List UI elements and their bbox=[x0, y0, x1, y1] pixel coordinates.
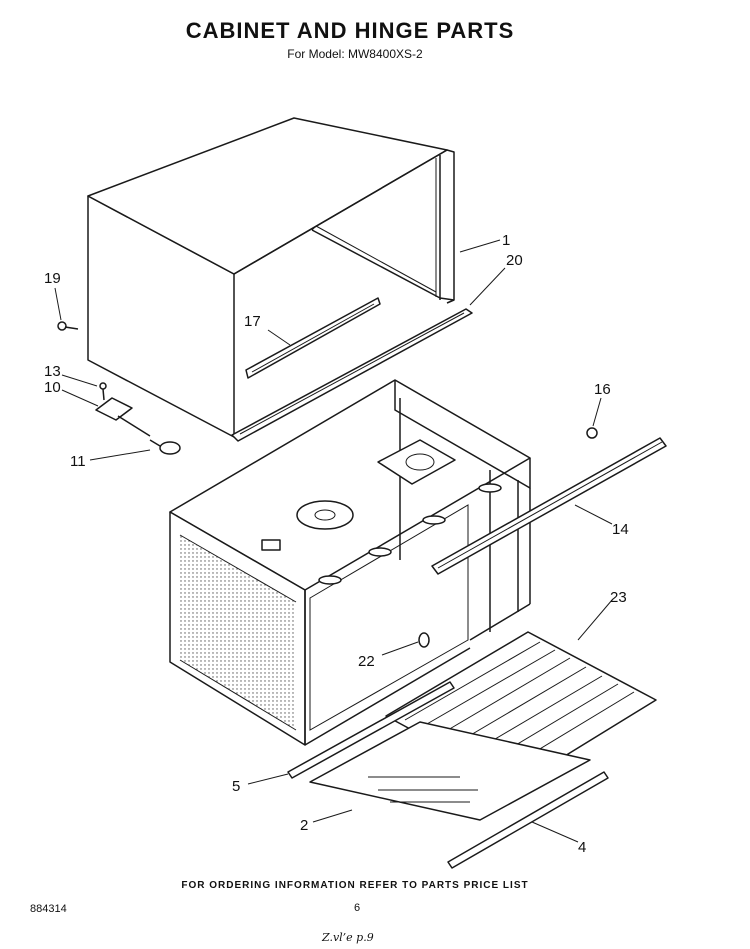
page-title: CABINET AND HINGE PARTS bbox=[185, 18, 515, 43]
page-number: 6 bbox=[354, 902, 361, 914]
oven-chassis bbox=[169, 379, 531, 746]
callout-14: 14 bbox=[612, 521, 629, 538]
screw-part bbox=[57, 321, 79, 331]
cabinet-wrapper-part bbox=[87, 117, 455, 438]
callout-10: 10 bbox=[44, 379, 61, 396]
callout-13: 13 bbox=[44, 363, 61, 380]
callout-19: 19 bbox=[44, 270, 61, 287]
callout-17: 17 bbox=[244, 313, 261, 330]
callout-labels: 1 20 19 17 13 10 11 16 14 23 22 5 2 4 bbox=[44, 232, 629, 856]
bottom-strip-part bbox=[447, 771, 609, 869]
bottom-rail-part bbox=[231, 308, 473, 442]
bottom-panel-part bbox=[309, 721, 591, 821]
clip-part bbox=[418, 632, 430, 648]
callout-4: 4 bbox=[578, 839, 586, 856]
hinge-assembly bbox=[95, 382, 181, 455]
handwritten-note: Z.vl’e p.9 bbox=[322, 931, 374, 944]
top-bar-part bbox=[431, 437, 667, 575]
callout-1: 1 bbox=[502, 232, 510, 249]
callout-5: 5 bbox=[232, 778, 240, 795]
left-strip-part bbox=[287, 681, 455, 779]
callout-2: 2 bbox=[300, 817, 308, 834]
model-subtitle: For Model: MW8400XS-2 bbox=[287, 47, 423, 61]
callout-22: 22 bbox=[358, 653, 375, 670]
leader-lines bbox=[54, 239, 613, 843]
vent-strip-part bbox=[245, 297, 381, 379]
callout-20: 20 bbox=[506, 252, 523, 269]
callout-16: 16 bbox=[594, 381, 611, 398]
callout-11: 11 bbox=[70, 453, 86, 470]
ordering-note: FOR ORDERING INFORMATION REFER TO PARTS … bbox=[181, 880, 529, 891]
callout-23: 23 bbox=[610, 589, 627, 606]
document-number: 884314 bbox=[30, 903, 67, 915]
nut-part bbox=[586, 427, 598, 439]
